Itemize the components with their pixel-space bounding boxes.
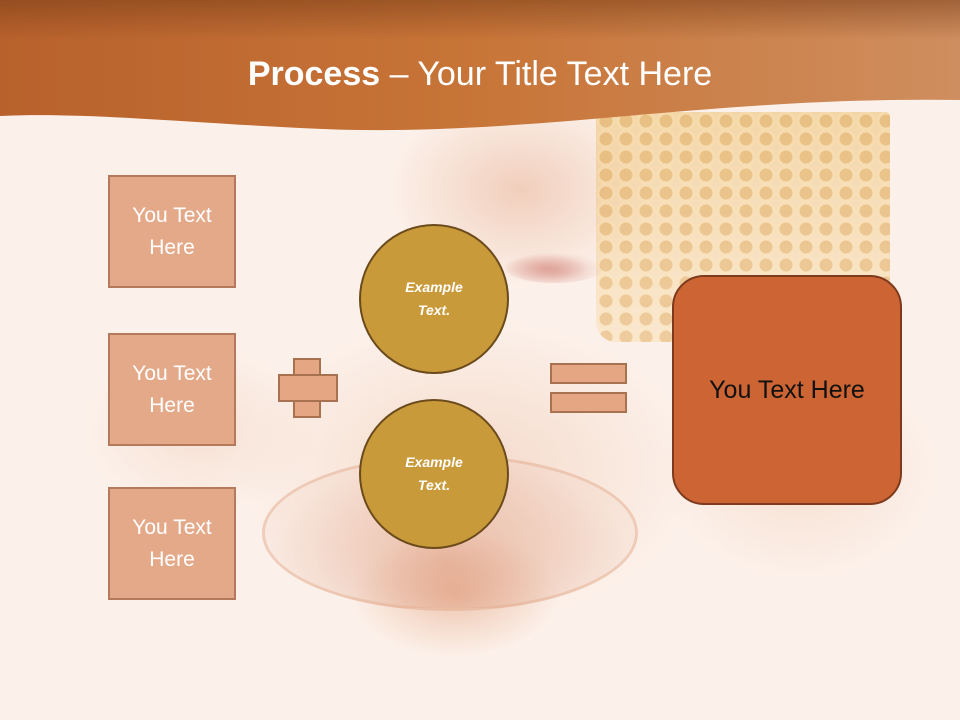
title-banner xyxy=(0,0,960,131)
result-box: You Text Here xyxy=(672,275,902,505)
text-box-3-line2: Here xyxy=(149,547,195,571)
example-circle-1: Example Text. xyxy=(359,224,509,374)
text-box-2-line1: You Text xyxy=(132,361,212,385)
text-box-3: You Text Here xyxy=(108,487,236,600)
honey-bowl-image xyxy=(262,455,638,611)
result-text: You Text Here xyxy=(709,376,865,404)
example-circle-2-line2: Text. xyxy=(417,477,451,493)
text-box-1-line1: You Text xyxy=(132,203,212,227)
equals-icon-top xyxy=(550,363,627,384)
equals-icon-bottom xyxy=(550,392,627,413)
example-circle-1-line1: Example xyxy=(405,279,463,295)
example-circle-2: Example Text. xyxy=(359,399,509,549)
text-box-2: You Text Here xyxy=(108,333,236,446)
example-circle-1-line2: Text. xyxy=(417,302,451,318)
example-circle-2-line1: Example xyxy=(405,454,463,470)
title-dash: – xyxy=(380,55,418,93)
title-rest: Your Title Text Here xyxy=(417,55,713,93)
plus-icon-core xyxy=(295,376,319,400)
title-bold: Process xyxy=(247,55,381,93)
slide-title: Process – Your Title Text Here xyxy=(0,50,960,98)
text-box-3-line1: You Text xyxy=(132,515,212,539)
text-box-1: You Text Here xyxy=(108,175,236,288)
text-box-2-line2: Here xyxy=(149,393,195,417)
text-box-1-line2: Here xyxy=(149,235,195,259)
lips-image xyxy=(505,253,603,283)
